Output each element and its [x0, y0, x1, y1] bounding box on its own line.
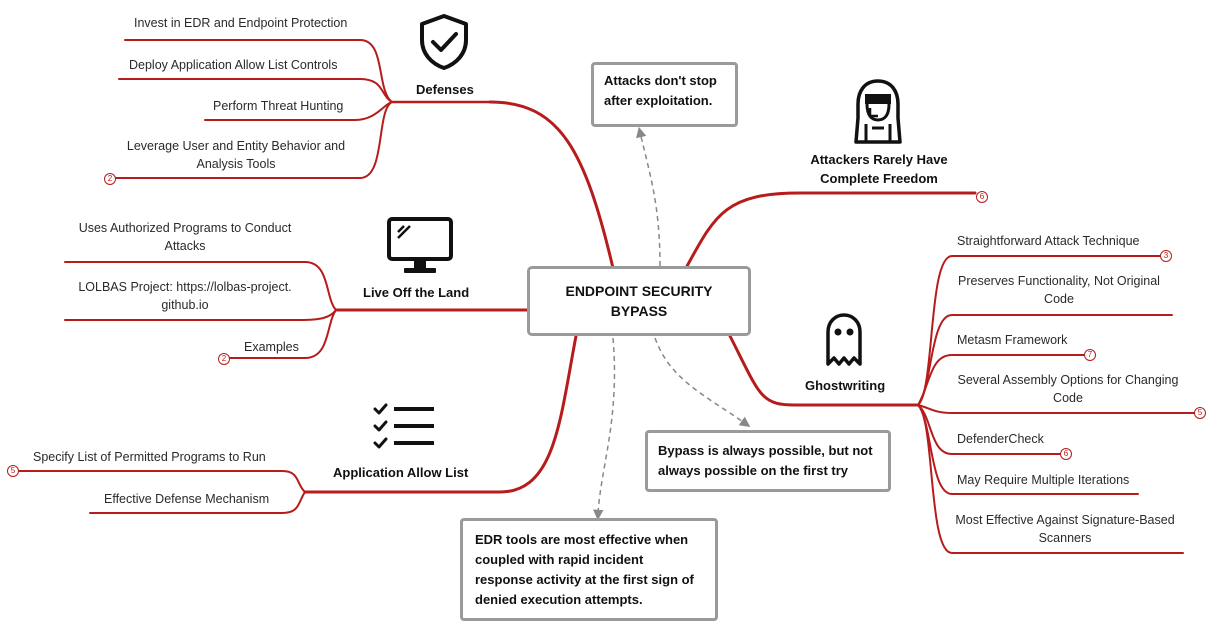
- defenses-item-0[interactable]: Invest in EDR and Endpoint Protection: [134, 16, 348, 30]
- ghost-item-3[interactable]: Several Assembly Options for Changing Co…: [957, 373, 1179, 405]
- leaf-defenses-1: [118, 78, 393, 103]
- branch-ghost: [728, 334, 920, 407]
- note-edr-text: EDR tools are most effective when couple…: [475, 532, 694, 607]
- defenses-badge[interactable]: 2: [104, 173, 116, 185]
- leaf-lotl-2: [224, 309, 337, 359]
- center-title-line1: ENDPOINT SECURITY: [565, 283, 713, 299]
- ghost-icon: [826, 313, 862, 366]
- leaf-defenses-3: [111, 101, 393, 179]
- ghost-item-6[interactable]: Most Effective Against Signature-Based S…: [955, 513, 1175, 545]
- leaf-lotl-0: [64, 261, 337, 311]
- note-attacks[interactable]: Attacks don't stop after exploitation.: [591, 62, 738, 127]
- defenses-title: Defenses: [416, 82, 474, 97]
- hooded-hacker-icon: [854, 79, 902, 144]
- note-edr[interactable]: EDR tools are most effective when couple…: [460, 518, 718, 621]
- leaf-defenses-0: [124, 39, 393, 103]
- lotl-badge[interactable]: 2: [218, 353, 230, 365]
- ghost-item-2[interactable]: Metasm Framework: [957, 333, 1068, 347]
- attackers-title: Attackers Rarely Have Complete Freedom: [810, 152, 948, 186]
- dash-edr: [592, 337, 616, 521]
- allow-title: Application Allow List: [333, 465, 469, 480]
- note-attacks-text: Attacks don't stop after exploitation.: [604, 73, 717, 108]
- attackers-badge[interactable]: 6: [976, 191, 988, 203]
- ghost-badge-0[interactable]: 3: [1160, 250, 1172, 262]
- ghost-badge-2[interactable]: 7: [1084, 349, 1096, 361]
- ghost-item-4[interactable]: DefenderCheck: [957, 432, 1044, 446]
- leaf-ghost-6: [917, 404, 1184, 554]
- branch-defenses: [488, 100, 615, 270]
- leaf-ghost-2: [917, 354, 1086, 406]
- ghost-badge-3[interactable]: 5: [1194, 407, 1206, 419]
- branch-attackers: [684, 191, 977, 270]
- defenses-item-3[interactable]: Leverage User and Entity Behavior and An…: [126, 139, 346, 171]
- ghost-item-1[interactable]: Preserves Functionality, Not Original Co…: [958, 274, 1160, 306]
- ghost-item-5[interactable]: May Require Multiple Iterations: [957, 473, 1130, 487]
- ghost-item-0[interactable]: Straightforward Attack Technique: [957, 234, 1140, 248]
- lotl-title: Live Off the Land: [363, 285, 470, 300]
- allow-badge[interactable]: 5: [7, 465, 19, 477]
- defenses-item-1[interactable]: Deploy Application Allow List Controls: [129, 58, 338, 72]
- note-bypass-text: Bypass is always possible, but not alway…: [658, 443, 873, 478]
- shield-check-icon: [420, 14, 468, 70]
- lotl-item-0[interactable]: Uses Authorized Programs to Conduct Atta…: [78, 221, 292, 253]
- monitor-icon: [387, 217, 453, 273]
- branch-allow: [303, 334, 578, 494]
- defenses-item-2[interactable]: Perform Threat Hunting: [213, 99, 344, 113]
- center-node[interactable]: ENDPOINT SECURITY BYPASS: [527, 266, 751, 336]
- leaf-ghost-3: [917, 404, 1196, 414]
- allow-item-1[interactable]: Effective Defense Mechanism: [104, 492, 270, 506]
- lotl-item-2[interactable]: Examples: [244, 340, 299, 354]
- leaf-allow-1: [89, 491, 306, 514]
- checklist-icon: [373, 403, 434, 449]
- dash-attacks: [636, 126, 661, 267]
- note-bypass[interactable]: Bypass is always possible, but not alway…: [645, 430, 891, 492]
- lotl-item-1[interactable]: LOLBAS Project: https://lolbas-project. …: [78, 280, 292, 312]
- center-title-line2: BYPASS: [610, 303, 668, 319]
- ghost-badge-4[interactable]: 6: [1060, 448, 1072, 460]
- ghost-title: Ghostwriting: [805, 378, 886, 393]
- allow-item-0[interactable]: Specify List of Permitted Programs to Ru…: [33, 450, 266, 464]
- dash-bypass: [654, 337, 751, 428]
- leaf-allow-0: [17, 470, 306, 493]
